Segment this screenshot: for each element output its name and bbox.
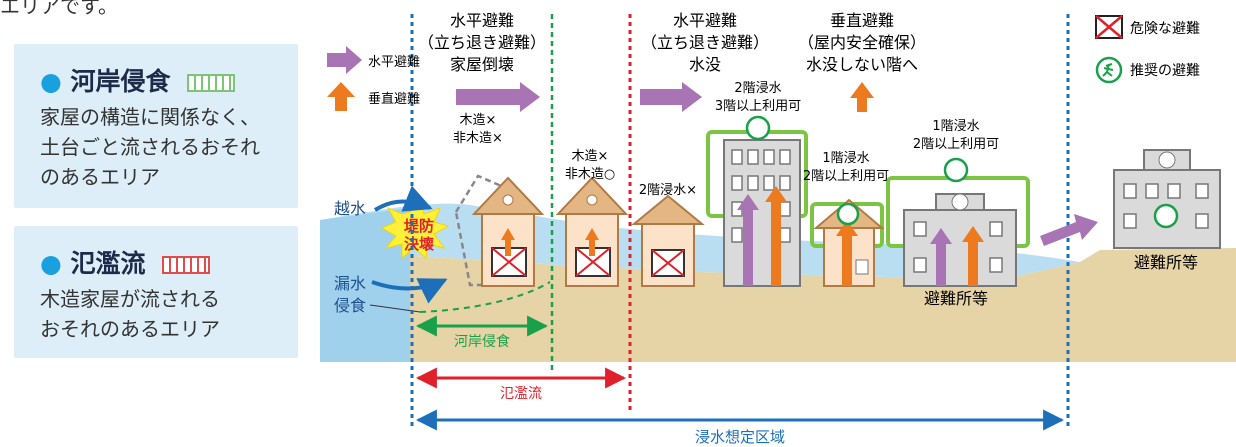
label-floor1-2up-a-1: 1階浸水: [822, 151, 869, 166]
small-house-recommended-icon: [836, 202, 860, 226]
shelter-building-right: [1113, 149, 1221, 249]
shelter-mid-label: 避難所等: [924, 289, 988, 308]
svg-text:（立ち退き避難）: （立ち退き避難）: [641, 33, 769, 52]
shelter-building-mid: [903, 193, 1017, 287]
bullet-dot-icon: ●: [40, 249, 62, 278]
label-floor1-2up-a-2: 2階以上利用可: [803, 169, 889, 184]
svg-text:家屋倒壊: 家屋倒壊: [450, 55, 514, 74]
shelter-recommended-icon: [943, 157, 969, 183]
svg-text:水平避難: 水平避難: [673, 11, 737, 30]
heading-collapse: 水平避難 （立ち退き避難） 家屋倒壊: [418, 11, 546, 74]
legend-bank-erosion-desc-1: 家屋の構造に関係なく、: [40, 105, 260, 129]
label-floor1-2up-b-2: 2階以上利用可: [913, 137, 999, 152]
horizontal-arrow-collapse: [456, 82, 540, 112]
overflow-arrow: [373, 185, 433, 212]
tall-building: [723, 139, 801, 287]
bank-erosion-pattern-icon: [187, 74, 236, 92]
recommended-key-label: 推奨の避難: [1130, 63, 1200, 79]
levee-break-line-2: 決壊: [404, 235, 434, 253]
levee-breach-icon: 堤防 決壊: [380, 198, 450, 260]
legend-flood-flow-title: 氾濫流: [70, 249, 146, 278]
horizontal-arrow-to-shelter: [1040, 214, 1098, 246]
legend-bank-erosion-desc-3: のあるエリア: [40, 165, 160, 189]
label-wood-nonwood-x-2: 非木造×: [453, 131, 503, 146]
flood-flow-pattern-icon: [162, 256, 211, 274]
overflow-label: 越水: [334, 199, 366, 218]
bullet-dot-icon: ●: [40, 67, 62, 96]
vertical-arrow-legend-label: 垂直避難: [368, 92, 420, 107]
vertical-arrow-legend-icon: [327, 82, 355, 111]
svg-text:垂直避難: 垂直避難: [830, 11, 894, 30]
legend-flood-flow-desc-2: おそれのあるエリア: [40, 317, 220, 341]
danger-key-icon: [1095, 15, 1123, 39]
legend-bank-erosion-desc-2: 土台ごと流されるおそれ: [40, 135, 260, 159]
legend-bank-erosion: ● 河岸侵食 家屋の構造に関係なく、 土台ごと流されるおそれ のあるエリア: [14, 44, 298, 208]
tall-building-recommended-icon: [745, 115, 771, 141]
recommended-key-icon: [1095, 56, 1123, 84]
bank-erosion-range-label: 河岸侵食: [454, 333, 510, 350]
flood-flow-range-label: 氾濫流: [500, 386, 542, 402]
horizontal-arrow-submerge: [640, 82, 702, 112]
danger-key-label: 危険な避難: [1130, 21, 1200, 37]
vertical-arrow-heading: [850, 82, 874, 112]
legend-bank-erosion-title: 河岸侵食: [70, 67, 171, 96]
levee-break-line-1: 堤防: [404, 217, 434, 235]
erosion-curve: [419, 281, 551, 313]
label-floor2-3up-2: 3階以上利用可: [715, 99, 801, 114]
shelter-right-label: 避難所等: [1134, 253, 1198, 272]
legend-flood-flow-desc-1: 木造家屋が流される: [40, 287, 220, 311]
horizontal-arrow-legend-label: 水平避難: [368, 55, 420, 70]
intro-tail-text: エリアです。: [0, 0, 118, 18]
leak-arrow: [371, 278, 448, 304]
svg-text:水没: 水没: [689, 55, 721, 74]
right-shelter-recommended-icon: [1153, 203, 1179, 229]
label-floor1-2up-b-1: 1階浸水: [932, 119, 979, 134]
svg-text:水平避難: 水平避難: [450, 11, 514, 30]
legend-flood-flow: ● 氾濫流 木造家屋が流される おそれのあるエリア: [14, 226, 298, 358]
house-wood-3: [631, 194, 705, 287]
house-wood-2: [555, 176, 629, 287]
label-wood-x-nonwood-o-1: 木造×: [572, 149, 609, 164]
ground: [320, 248, 1236, 362]
erosion-label: 侵食: [334, 296, 366, 315]
horizontal-arrow-legend-icon: [327, 46, 362, 74]
leak-label: 漏水: [334, 274, 366, 293]
house-wood-1: [471, 176, 545, 287]
inundation-range-label: 浸水想定区域: [695, 428, 785, 446]
label-floor2-3up-1: 2階浸水: [734, 81, 781, 96]
label-wood-nonwood-x-1: 木造×: [460, 113, 497, 128]
svg-text:（立ち退き避難）: （立ち退き避難）: [418, 33, 546, 52]
label-floor2-x: 2階浸水×: [639, 183, 697, 198]
heading-submerge: 水平避難 （立ち退き避難） 水没: [641, 11, 769, 74]
label-wood-x-nonwood-o-2: 非木造○: [565, 167, 615, 182]
heading-vertical: 垂直避難 （屋内安全確保） 水没しない階へ: [798, 11, 926, 74]
svg-text:（屋内安全確保）: （屋内安全確保）: [798, 33, 926, 52]
svg-text:水没しない階へ: 水没しない階へ: [806, 55, 918, 74]
